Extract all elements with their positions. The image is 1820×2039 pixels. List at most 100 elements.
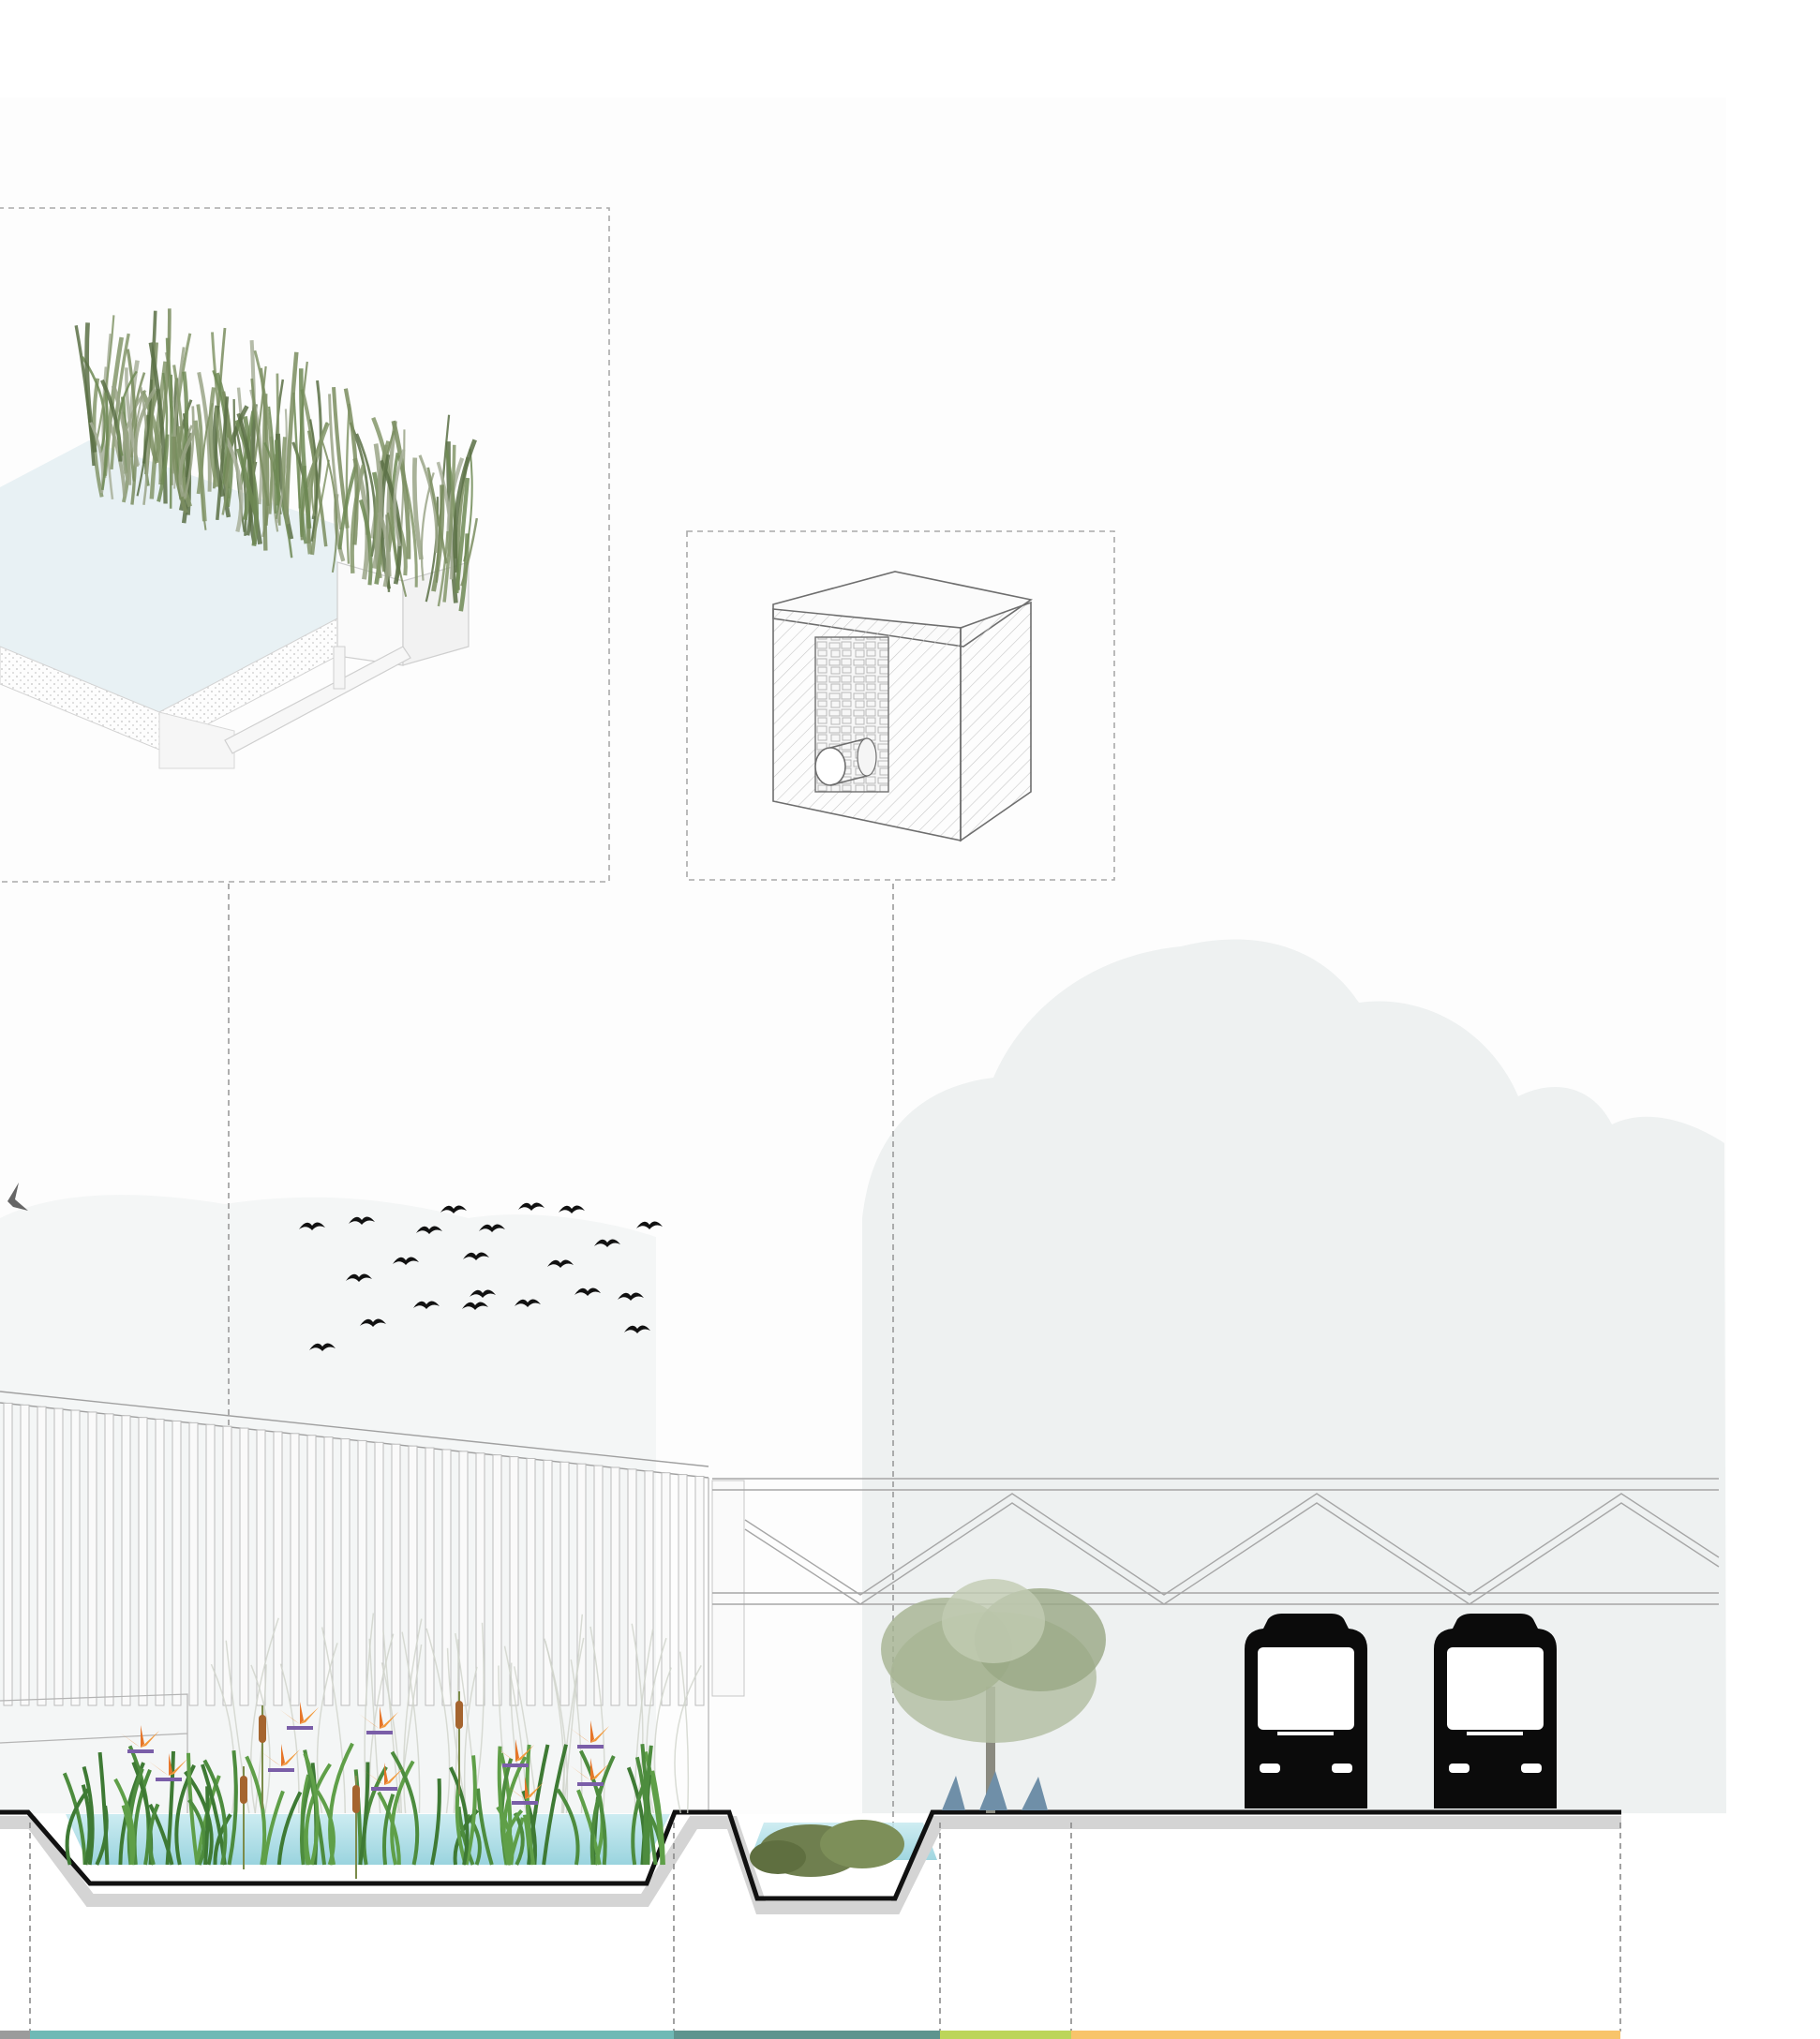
ground-shadow xyxy=(0,1816,1621,1914)
tree-icon xyxy=(881,1579,1106,1813)
flower-icon xyxy=(504,1777,544,1805)
bird-icon xyxy=(299,1222,325,1230)
zone-bar-bioswale_wetland xyxy=(30,2031,674,2039)
ground-line xyxy=(0,1809,1621,1901)
bird-icon xyxy=(624,1325,650,1333)
louvered-building xyxy=(0,1391,745,1813)
bird-icon xyxy=(479,1224,505,1232)
bird-icon xyxy=(618,1292,644,1301)
zone-bar-rail_corridor xyxy=(1071,2031,1620,2039)
flower-icon xyxy=(261,1744,300,1772)
louver-fin xyxy=(509,1456,519,1706)
bird-icon xyxy=(309,1343,336,1351)
louver-fin xyxy=(155,1419,165,1706)
cattail-icon xyxy=(259,1705,266,1808)
cattail-icon xyxy=(240,1766,247,1869)
bird-icon xyxy=(416,1226,442,1234)
louver-fin xyxy=(172,1420,182,1706)
bird-icon xyxy=(636,1221,663,1229)
flower-icon xyxy=(495,1739,534,1767)
louver-fin xyxy=(441,1449,452,1706)
louver-fin xyxy=(37,1406,47,1706)
louver-fin xyxy=(627,1468,637,1706)
louver-fin xyxy=(559,1461,570,1706)
flower-icon xyxy=(279,1702,319,1730)
flower-icon xyxy=(570,1720,609,1749)
bird-icon xyxy=(547,1259,574,1268)
bird-icon xyxy=(393,1257,419,1265)
louver-fin xyxy=(425,1447,435,1706)
louver-fin xyxy=(121,1415,131,1706)
flower-icon xyxy=(120,1725,159,1753)
louver-fin xyxy=(87,1411,97,1706)
bird-icon xyxy=(518,1202,545,1211)
wetland-cell-detail xyxy=(0,207,610,883)
bird-icon xyxy=(463,1252,489,1260)
louver-fin xyxy=(188,1421,199,1706)
cattail-icon xyxy=(352,1776,360,1879)
louver-fin xyxy=(20,1404,30,1706)
louver-fin xyxy=(492,1454,502,1706)
reed-planting xyxy=(74,308,479,612)
louver-fin xyxy=(458,1451,469,1706)
louver-fin xyxy=(357,1439,367,1706)
zone-bars xyxy=(0,2031,1620,2039)
bird-icon xyxy=(594,1239,620,1247)
louver-fin xyxy=(3,1402,13,1706)
louver-fin xyxy=(678,1474,688,1706)
bird-icon xyxy=(360,1318,386,1327)
zone-dividers xyxy=(29,1823,1621,2032)
bird-icon xyxy=(574,1287,601,1296)
zone-bar-planting_strip xyxy=(940,2031,1071,2039)
bird-flock-icon xyxy=(299,1202,663,1351)
train-group xyxy=(1245,1614,1557,1808)
zone-bar-rain_garden xyxy=(674,2031,940,2039)
louver-fin xyxy=(104,1413,114,1706)
louver-fin xyxy=(543,1459,553,1706)
train-icon xyxy=(1245,1614,1367,1808)
louver-fin xyxy=(205,1423,216,1706)
louver-fin xyxy=(273,1431,283,1706)
louver-fin xyxy=(694,1476,705,1706)
louver-fin xyxy=(475,1452,485,1706)
cattail-icon xyxy=(455,1691,463,1794)
louver-fin xyxy=(256,1429,266,1706)
flower-icon xyxy=(364,1763,403,1791)
infiltration-trench-detail xyxy=(686,530,1115,881)
truss-canopy xyxy=(712,1478,1720,1605)
louver-fin xyxy=(526,1457,536,1706)
louver-fin xyxy=(239,1427,249,1706)
perforated-pipe xyxy=(814,747,846,786)
louver-fin xyxy=(391,1443,401,1706)
bird-icon xyxy=(349,1216,375,1225)
leader-lines xyxy=(228,884,894,1832)
louver-fin xyxy=(576,1463,587,1706)
flower-icon xyxy=(148,1753,187,1781)
rain-garden-shrub xyxy=(750,1820,904,1877)
zone-bar-edge xyxy=(0,2031,30,2039)
louver-fin xyxy=(306,1435,317,1706)
bird-icon xyxy=(559,1205,585,1213)
detail-frame xyxy=(686,530,1115,881)
louver-fin xyxy=(290,1433,300,1706)
louver-fin xyxy=(644,1470,654,1706)
bird-icon xyxy=(515,1299,541,1307)
bird-icon xyxy=(7,1183,28,1211)
flower-icon xyxy=(570,1758,609,1786)
bird-icon xyxy=(440,1205,467,1213)
louver-fin xyxy=(661,1472,671,1706)
flower-icon xyxy=(359,1706,398,1734)
louver-fin xyxy=(222,1425,232,1706)
bird-icon xyxy=(346,1273,372,1282)
train-icon xyxy=(1434,1614,1557,1808)
bird-icon xyxy=(462,1302,488,1310)
louver-fin xyxy=(138,1417,148,1706)
louver-fin xyxy=(593,1465,604,1706)
louver-fin xyxy=(340,1438,351,1706)
detail-frame xyxy=(0,207,610,883)
louver-fin xyxy=(70,1409,81,1706)
louver-fin xyxy=(610,1466,620,1706)
louver-fin xyxy=(374,1441,384,1706)
